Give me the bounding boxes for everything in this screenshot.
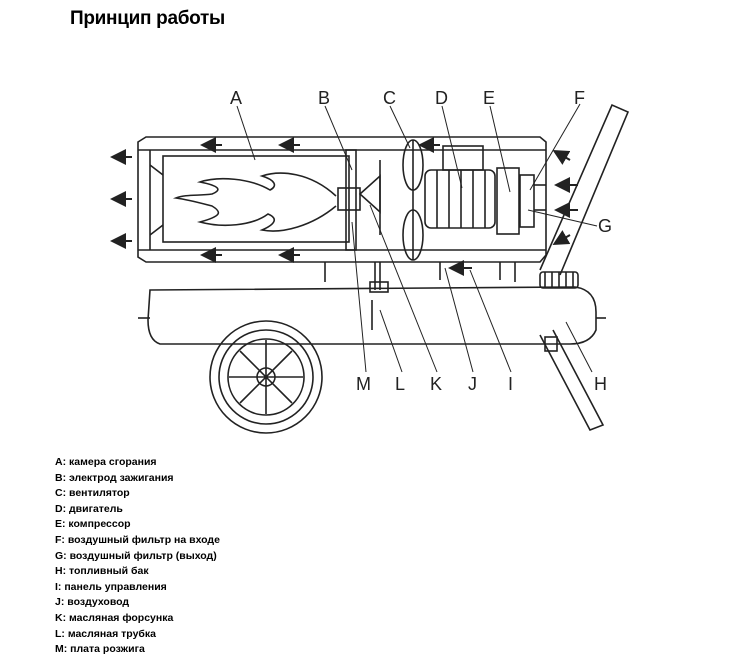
legend-item: M: плата розжига — [55, 643, 145, 656]
legend-item: C: вентилятор — [55, 487, 130, 500]
legend: A: камера сгорания B: электрод зажигания… — [55, 455, 220, 658]
heater-body — [137, 136, 547, 263]
label-K: K — [430, 374, 442, 394]
label-J: J — [468, 374, 477, 394]
wheel — [209, 320, 323, 434]
legend-item: H: топливный бак — [55, 565, 149, 578]
legend-item: K: масляная форсунка — [55, 611, 174, 624]
legend-item: A: камера сгорания — [55, 456, 157, 468]
label-G: G — [598, 216, 612, 236]
legend-item: B: электрод зажигания — [55, 471, 174, 484]
handle — [539, 103, 630, 276]
motor — [424, 145, 496, 229]
label-H: H — [594, 374, 607, 394]
legend-item: L: масляная трубка — [55, 627, 156, 640]
label-C: C — [383, 88, 396, 108]
label-E: E — [483, 88, 495, 108]
legend-item: D: двигатель — [55, 502, 123, 515]
label-D: D — [435, 88, 448, 108]
flame — [172, 172, 337, 232]
label-I: I — [508, 374, 513, 394]
legend-item: J: воздуховод — [55, 596, 130, 609]
legend-item: G: воздушный фильтр (выход) — [55, 549, 217, 562]
label-M: M — [356, 374, 371, 394]
legend-item: E: компрессор — [55, 518, 131, 531]
fuel-tank — [147, 286, 597, 345]
label-A: A — [230, 88, 242, 108]
label-L: L — [395, 374, 405, 394]
label-F: F — [574, 88, 585, 108]
fan — [402, 139, 424, 261]
page-title: Принцип работы — [70, 8, 225, 29]
legend-item: I: панель управления — [55, 580, 167, 593]
combustion-chamber — [162, 155, 350, 243]
label-B: B — [318, 88, 330, 108]
legend-item: F: воздушный фильтр на входе — [55, 533, 220, 546]
